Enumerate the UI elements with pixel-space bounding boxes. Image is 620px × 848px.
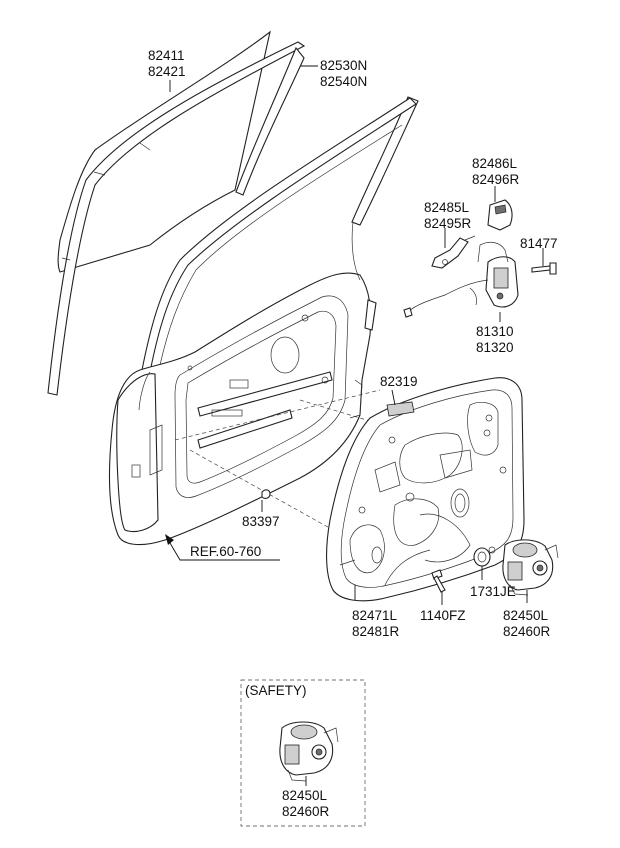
safety-title: (SAFETY)	[245, 683, 307, 698]
leader-lines	[165, 65, 544, 605]
label-ref[interactable]: REF.60-760	[190, 544, 261, 559]
label-82495r: 82495R	[424, 216, 472, 231]
label-82411: 82411	[148, 48, 185, 63]
door-module-panel	[326, 377, 525, 602]
label-1731je: 1731JE	[470, 584, 516, 599]
label-82421: 82421	[148, 64, 186, 79]
safety-box: (SAFETY) 82450L 82460R	[240, 679, 366, 827]
label-82460r: 82460R	[503, 624, 551, 639]
glass-run-channel	[47, 41, 306, 396]
label-82450l: 82450L	[503, 608, 549, 623]
screw	[431, 569, 446, 593]
label-81477: 81477	[520, 236, 558, 251]
lock-rod	[431, 235, 476, 269]
clip-83397	[261, 489, 271, 499]
safety-window-motor	[279, 721, 339, 782]
label-82530n: 82530N	[320, 58, 367, 73]
label-plate	[386, 401, 415, 417]
label-83397: 83397	[242, 514, 280, 529]
lock-rod-bracket	[487, 199, 513, 231]
door-frame	[108, 96, 419, 546]
bolt-81477	[531, 262, 557, 275]
label-82481r: 82481R	[352, 624, 400, 639]
label-81310: 81310	[476, 324, 514, 339]
safety-label-82450l: 82450L	[282, 788, 328, 803]
label-82496r: 82496R	[472, 172, 520, 187]
label-82540n: 82540N	[320, 74, 367, 89]
part-labels: 82411 82421 82530N 82540N 82486L 82496R …	[148, 48, 558, 639]
label-82319: 82319	[380, 374, 418, 389]
safety-label-82460r: 82460R	[282, 804, 330, 819]
door-latch	[403, 241, 519, 318]
label-1140fz: 1140FZ	[420, 608, 466, 623]
label-82485l: 82485L	[424, 200, 470, 215]
label-82486l: 82486L	[472, 156, 518, 171]
label-82471l: 82471L	[352, 608, 398, 623]
window-motor	[502, 539, 559, 596]
grommet	[473, 547, 491, 567]
label-81320: 81320	[476, 340, 514, 355]
